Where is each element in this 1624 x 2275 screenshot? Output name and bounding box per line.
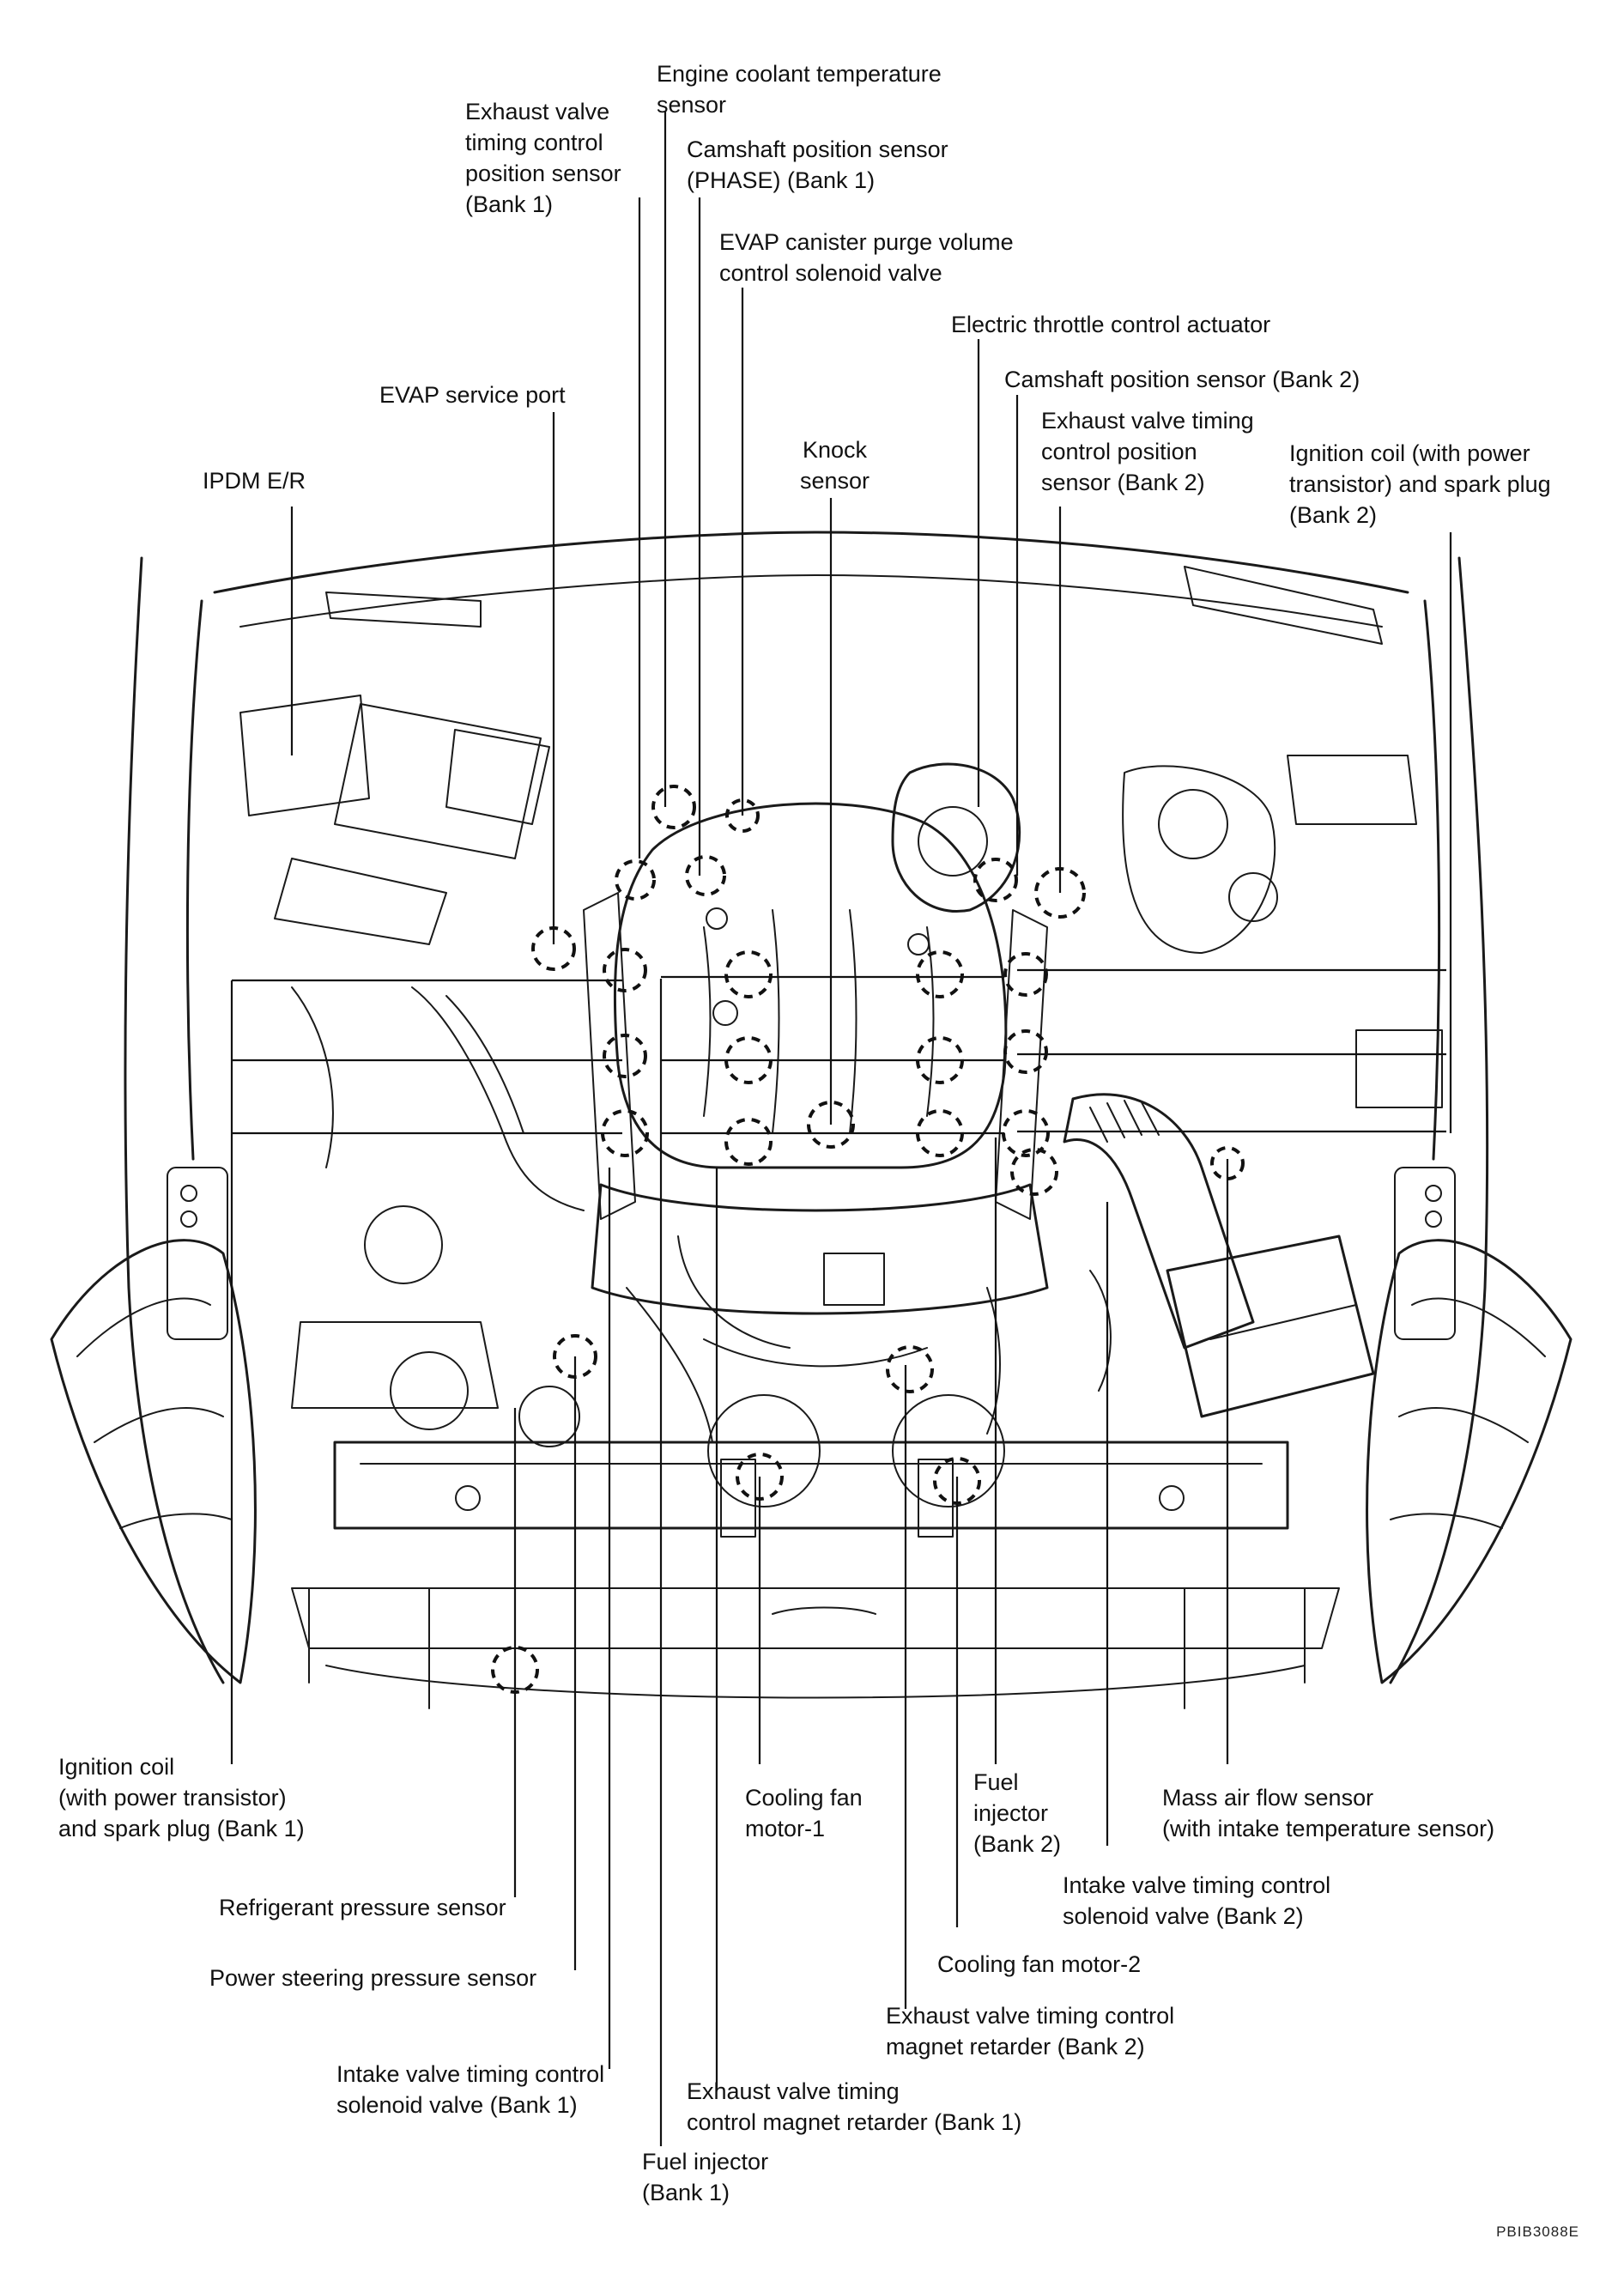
label-knock-sensor: Knock sensor bbox=[800, 437, 870, 494]
label-evap-service-port: EVAP service port bbox=[379, 382, 566, 408]
label-fuel-injector-bank2: Fuel injector (Bank 2) bbox=[973, 1769, 1062, 1857]
label-engine-coolant-temperature-sensor: Engine coolant temperature sensor bbox=[657, 61, 942, 118]
label-cooling-fan-motor-1: Cooling fan motor-1 bbox=[745, 1785, 863, 1841]
label-intake-valve-timing-solenoid-bank2: Intake valve timing control solenoid val… bbox=[1063, 1872, 1331, 1929]
label-camshaft-position-sensor-bank2: Camshaft position sensor (Bank 2) bbox=[1004, 367, 1360, 392]
label-exhaust-valve-timing-position-sensor-bank1: Exhaust valve timing control position se… bbox=[465, 99, 621, 217]
label-camshaft-position-sensor-phase-bank1: Camshaft position sensor (PHASE) (Bank 1… bbox=[687, 136, 948, 193]
label-evap-canister-purge-valve: EVAP canister purge volume control solen… bbox=[719, 229, 1014, 286]
label-fuel-injector-bank1: Fuel injector (Bank 1) bbox=[642, 2149, 769, 2205]
label-ipdm-er: IPDM E/R bbox=[203, 468, 306, 494]
label-exhaust-valve-timing-magnet-retarder-bank2: Exhaust valve timing control magnet reta… bbox=[886, 2003, 1175, 2060]
label-exhaust-valve-timing-magnet-retarder-bank1: Exhaust valve timing control magnet reta… bbox=[687, 2078, 1022, 2135]
figure-code: PBIB3088E bbox=[1496, 2223, 1579, 2240]
label-electric-throttle-control-actuator: Electric throttle control actuator bbox=[951, 312, 1271, 337]
label-mass-air-flow-sensor: Mass air flow sensor (with intake temper… bbox=[1162, 1785, 1495, 1841]
leader-lines bbox=[230, 112, 1452, 2146]
label-power-steering-pressure-sensor: Power steering pressure sensor bbox=[209, 1965, 537, 1991]
label-ignition-coil-bank1: Ignition coil (with power transistor) an… bbox=[58, 1754, 305, 1841]
component-markers bbox=[491, 785, 1245, 1694]
label-ignition-coil-bank2: Ignition coil (with power transistor) an… bbox=[1289, 440, 1551, 528]
label-intake-valve-timing-solenoid-bank1: Intake valve timing control solenoid val… bbox=[336, 2061, 605, 2118]
label-cooling-fan-motor-2: Cooling fan motor-2 bbox=[937, 1951, 1142, 1977]
label-exhaust-valve-timing-position-sensor-bank2: Exhaust valve timing control position se… bbox=[1041, 408, 1254, 495]
label-refrigerant-pressure-sensor: Refrigerant pressure sensor bbox=[219, 1895, 506, 1920]
